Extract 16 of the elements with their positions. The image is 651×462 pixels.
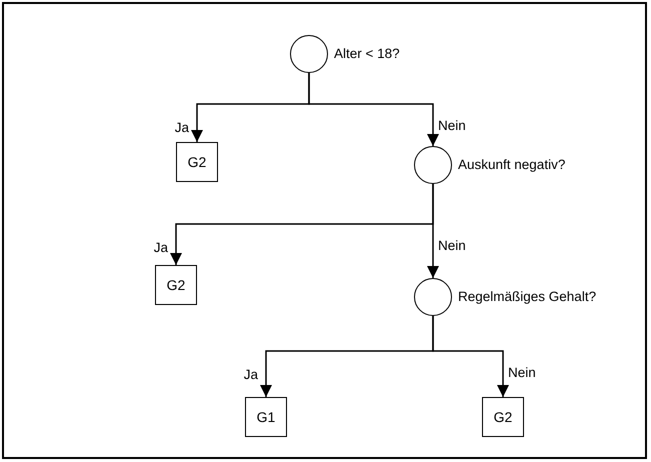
question-text: Regelmäßiges Gehalt? <box>458 288 596 304</box>
edge-label: Nein <box>437 119 467 132</box>
edge-label: Nein <box>507 366 537 380</box>
arrow <box>432 316 509 397</box>
arrow <box>427 184 439 278</box>
outcome-box: G2 <box>176 142 218 182</box>
question-text: Alter < 18? <box>334 46 400 61</box>
question-text: Auskunft negativ? <box>458 156 566 172</box>
edge-label: Ja <box>152 241 169 254</box>
outcome-box: G2 <box>482 397 524 437</box>
arrow <box>308 73 439 146</box>
outcome-box: G1 <box>245 397 287 437</box>
outcome-box: G2 <box>155 265 197 305</box>
edge-label: Nein <box>437 239 467 252</box>
edge-label: Ja <box>174 121 190 134</box>
edge-label: Ja <box>242 368 259 382</box>
